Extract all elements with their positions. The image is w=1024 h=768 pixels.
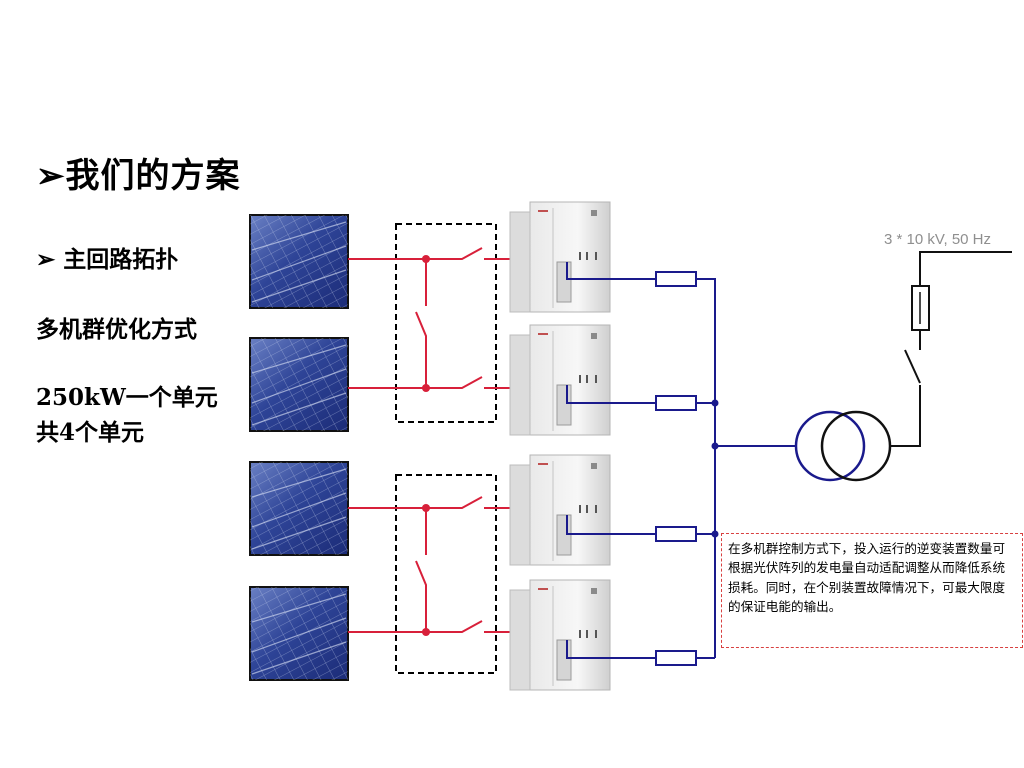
- subtitle-bullet: ➢ 主回路拓扑: [36, 246, 179, 273]
- inverter-cabinet-icon: [509, 201, 611, 313]
- text-line-3: 共4个单元: [36, 419, 145, 446]
- text-line-1: 多机群优化方式: [36, 316, 197, 343]
- text-line-2: 250kW一个单元: [36, 384, 218, 411]
- solar-panel-icon: [249, 337, 349, 432]
- switch-box-upper: [395, 223, 497, 423]
- solar-panel-icon: [249, 214, 349, 309]
- dc-wiring: [348, 247, 530, 633]
- ac-junctions: [711, 399, 719, 538]
- solar-panel-icon: [249, 586, 349, 681]
- solar-panel-icon: [249, 461, 349, 556]
- transformer-icon: [794, 410, 892, 482]
- note-box: 在多机群控制方式下，投入运行的逆变装置数量可根据光伏阵列的发电量自动适配调整从而…: [721, 533, 1023, 648]
- grid-voltage-label: 3 * 10 kV, 50 Hz: [884, 231, 992, 248]
- fuse-icon: [655, 271, 697, 666]
- grid-connection: [890, 251, 1012, 447]
- inverter-cabinet-icon: [509, 579, 611, 691]
- inverter-cabinet-icon: [509, 324, 611, 436]
- switch-box-lower: [395, 474, 497, 674]
- inverter-cabinet-icon: [509, 454, 611, 566]
- slide-title: ➢我们的方案: [36, 156, 241, 196]
- dc-junctions: [422, 255, 430, 636]
